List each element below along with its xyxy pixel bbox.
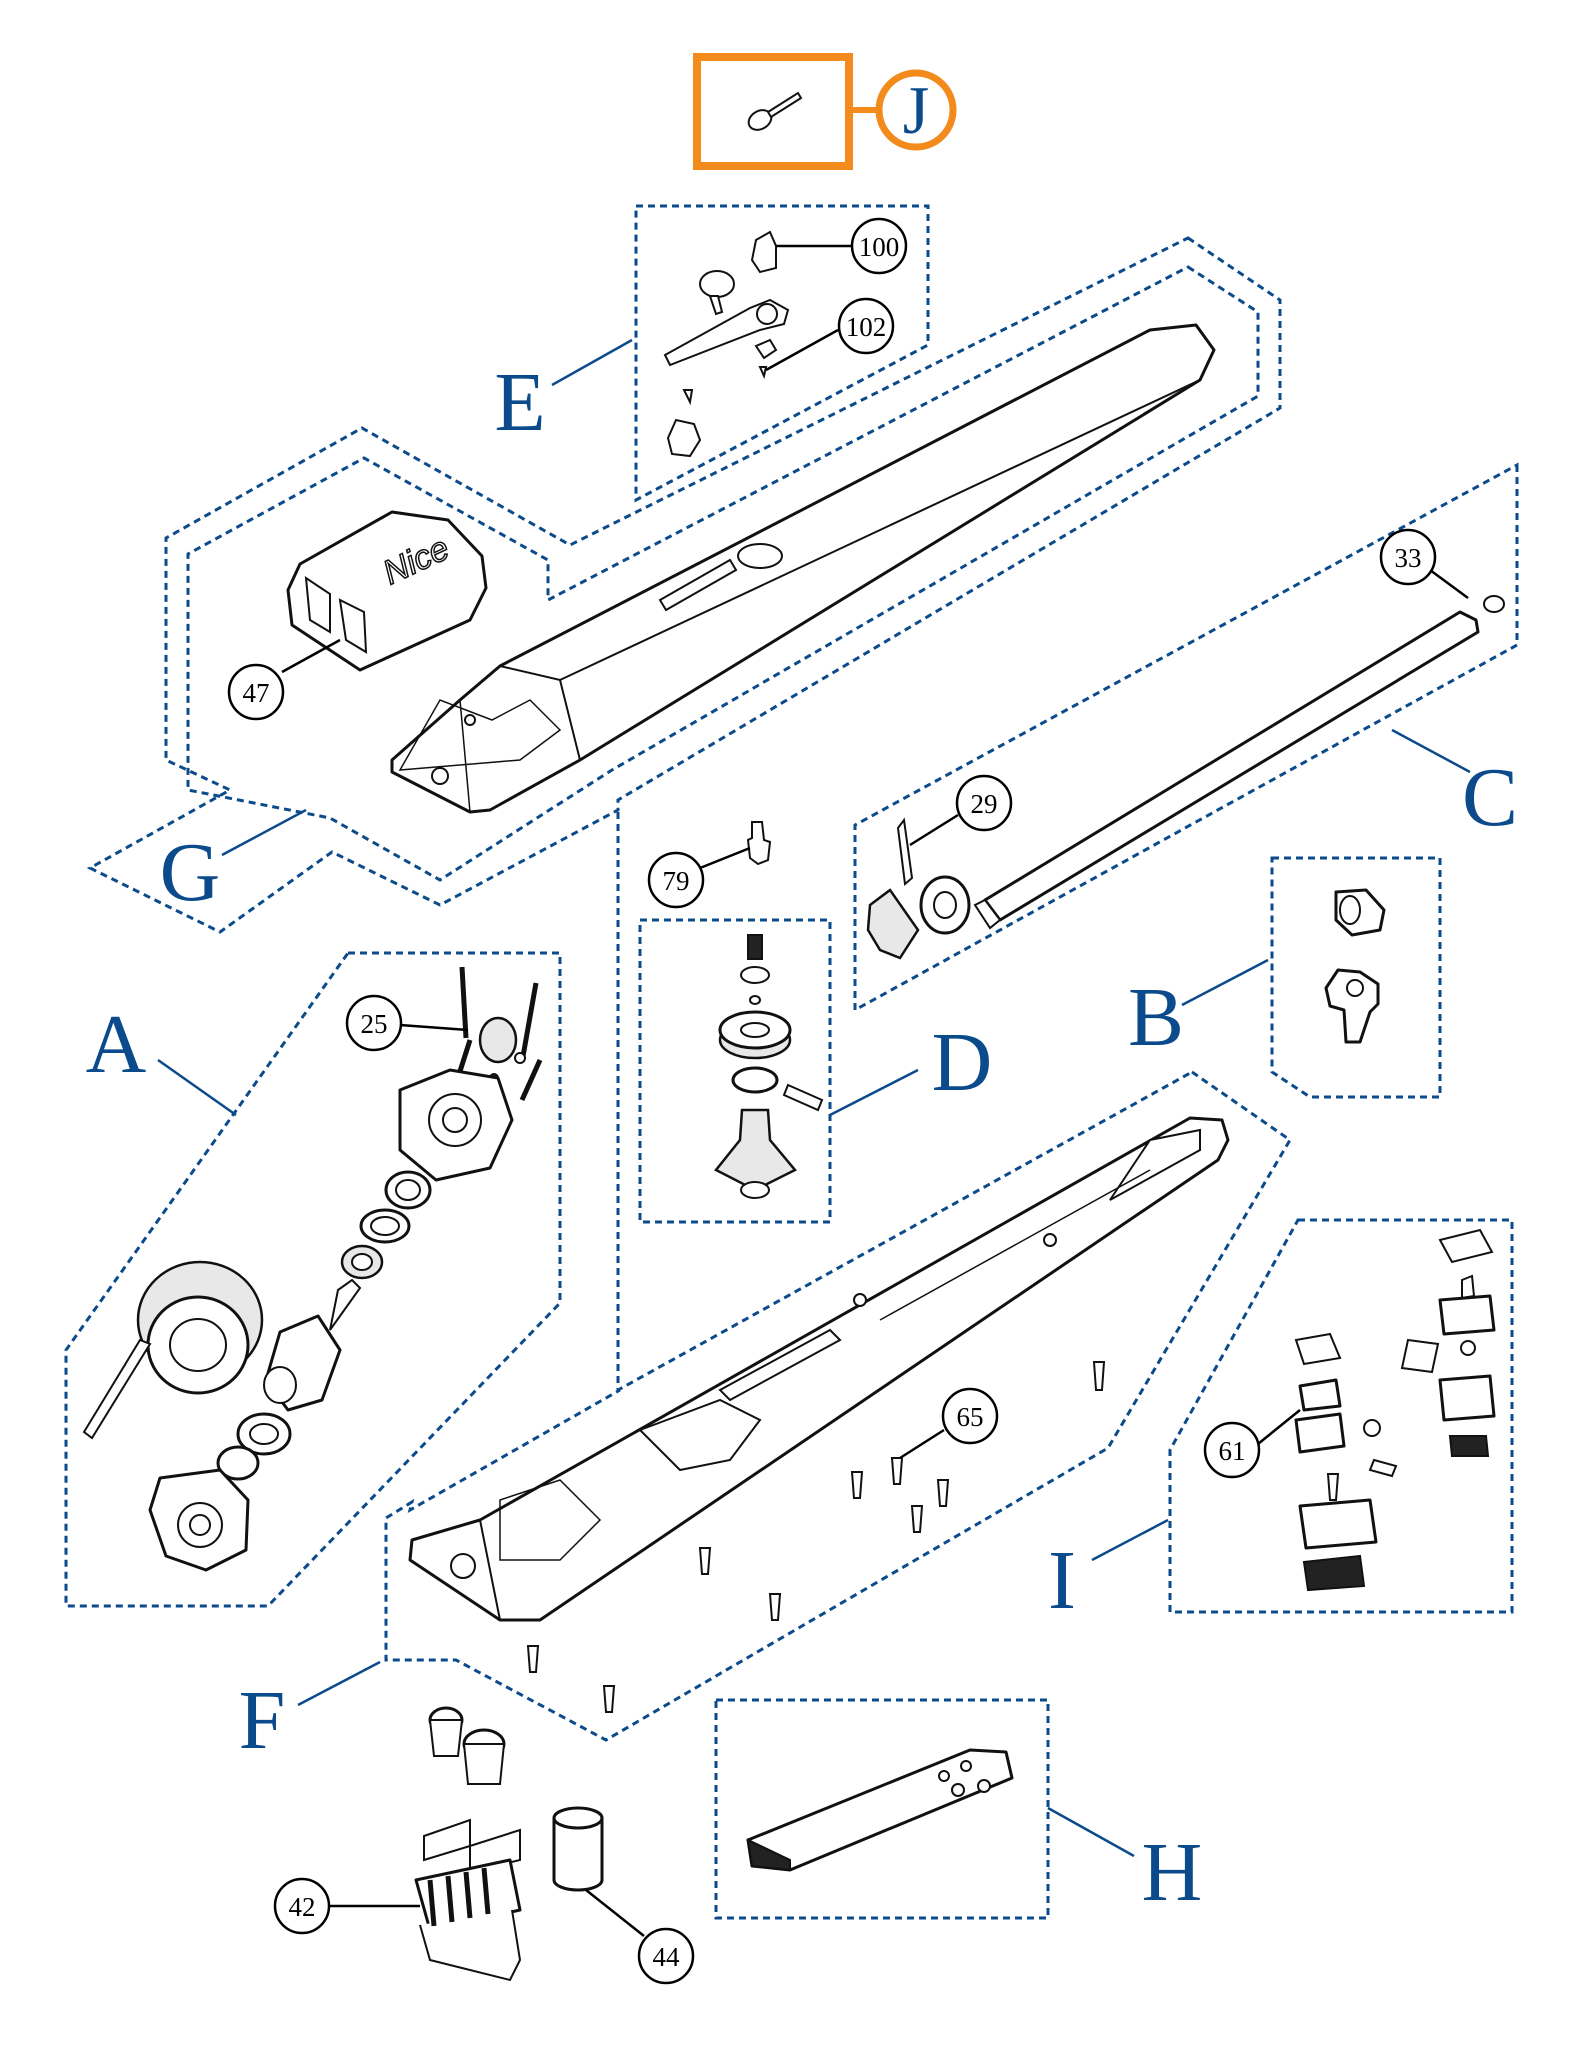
key-icon: [747, 91, 803, 131]
group-label-d: D: [932, 1016, 993, 1109]
group-g[interactable]: G Nice 47: [86, 236, 1282, 934]
cable-glands: [428, 1706, 506, 1785]
mounting-plate: [746, 1748, 1014, 1872]
capacitor: [552, 1806, 604, 1892]
motor-parts: [82, 966, 543, 1572]
group-d[interactable]: D: [638, 918, 993, 1224]
group-label-e: E: [494, 356, 545, 449]
group-label-h: H: [1142, 1826, 1203, 1919]
callout-47: [227, 663, 285, 721]
callout-42: [273, 1877, 331, 1935]
callout-79: [647, 851, 705, 909]
group-f[interactable]: F 65: [239, 812, 1293, 1767]
screws-65: [526, 1361, 1106, 1713]
group-j[interactable]: J: [693, 53, 957, 170]
base-housing: [408, 1116, 1230, 1622]
svg-text:33: 33: [1395, 543, 1422, 573]
group-label-b: B: [1128, 971, 1184, 1064]
group-h[interactable]: H: [714, 1698, 1203, 1920]
callout-65: [941, 1387, 999, 1445]
main-cover: [390, 323, 1216, 814]
svg-text:65: 65: [957, 1402, 984, 1432]
callout-25: [345, 994, 403, 1052]
svg-text:61: 61: [1219, 1436, 1246, 1466]
group-a[interactable]: A: [64, 951, 562, 1608]
svg-text:29: 29: [971, 789, 998, 819]
group-label-i: I: [1048, 1534, 1076, 1627]
group-label-j: J: [903, 72, 929, 148]
svg-text:102: 102: [846, 312, 887, 342]
svg-text:100: 100: [859, 232, 900, 262]
release-lever-parts: [663, 230, 790, 458]
pin-79: 79: [647, 821, 772, 909]
limit-switch-parts: [1294, 1228, 1496, 1592]
group-label-f: F: [239, 1674, 286, 1767]
gear-stack-parts: [714, 934, 824, 1199]
group-b[interactable]: B: [1128, 856, 1442, 1099]
callout-33: [1379, 528, 1437, 586]
group-label-g: G: [160, 826, 221, 919]
callout-102: [837, 297, 895, 355]
svg-text:79: 79: [663, 866, 690, 896]
group-label-c: C: [1462, 751, 1518, 844]
callout-61: [1203, 1421, 1261, 1479]
release-knob-parts: [1324, 888, 1386, 1044]
callout-100: [850, 217, 908, 275]
group-e[interactable]: E 100 102: [494, 204, 930, 503]
callout-29: [955, 774, 1013, 832]
callout-44: [637, 1927, 695, 1985]
svg-text:25: 25: [361, 1009, 388, 1039]
group-i[interactable]: I 61: [1048, 1218, 1514, 1627]
lead-screw-shaft: [866, 595, 1505, 960]
svg-text:44: 44: [653, 1942, 681, 1972]
group-label-a: A: [86, 998, 147, 1091]
group-c[interactable]: C 33 29: [853, 462, 1519, 1013]
svg-text:47: 47: [243, 678, 270, 708]
terminal-block: [414, 1818, 522, 1982]
end-cap-cover: Nice: [286, 510, 488, 672]
svg-text:42: 42: [289, 1892, 316, 1922]
